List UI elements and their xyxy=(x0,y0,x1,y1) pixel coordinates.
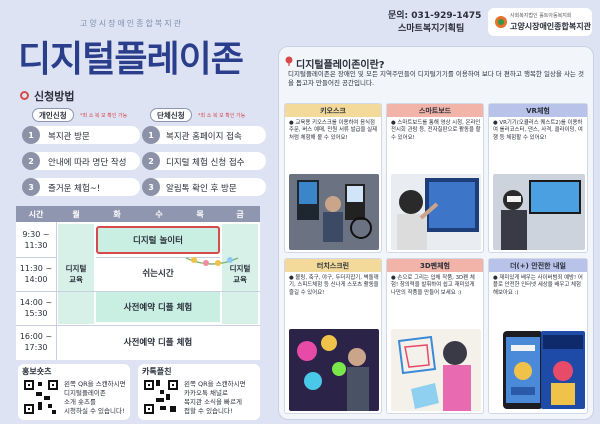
kakao-qr-desc: 왼쪽 QR을 스캔하시면 카카오톡 채널로 복지관 소식을 빠르게 접할 수 있… xyxy=(184,380,246,415)
kakao-qr-card: 카톡플친 왼쪽 QR을 스캔하시면 카카오톡 채널로 복지관 소식을 빠르게 접… xyxy=(138,364,260,420)
panel-description: 디지털플레이존은 장애인 및 모든 지역주민들이 디지털기기를 이용하여 보다 … xyxy=(288,70,584,87)
time-slot-1: 9:30 ~ 11:30 xyxy=(22,230,50,250)
card-3dpen: 3D펜체험 ● 손으로 그리는 입체 작품, 3D펜 체험! 창의력을 발휘하여… xyxy=(386,258,484,414)
touchscreen-photo-icon xyxy=(289,329,379,411)
3dpen-photo-icon xyxy=(391,329,481,411)
step-number: 2 xyxy=(142,152,160,170)
step-number: 2 xyxy=(22,152,40,170)
time-slot-2: 11:30 ~ 14:00 xyxy=(19,264,53,284)
step-number: 1 xyxy=(142,126,160,144)
step-number: 1 xyxy=(22,126,40,144)
digital-edu-fri: 디지털 교육 xyxy=(222,224,258,324)
card-3dpen-title: 3D펜체험 xyxy=(387,259,483,272)
org-subtitle: 고양시장애인종합복지관 xyxy=(80,19,183,28)
phone-app-screen-icon xyxy=(503,331,543,409)
card-kiosk-title: 키오스크 xyxy=(285,104,381,117)
step-text: 복지관 홈페이지 접속 xyxy=(166,132,242,142)
org-logo: 사회복지법인 홀트아동복지회 고양시장애인종합복지관 xyxy=(488,8,592,36)
step-text: 안내에 따라 명단 작성 xyxy=(48,158,127,168)
card-safe-tomorrow-text: ● 재미있게 배우는 사이버범죄 예방! 어플로 안전한 인터넷 세상을 배우고… xyxy=(493,275,583,296)
timetable-header-tue: 화 xyxy=(96,206,138,222)
pin-icon xyxy=(285,56,293,66)
step-text: 즐거운 체험~! xyxy=(48,184,101,194)
card-vr-text: ● VR기기(오큘러스 퀘스트2)를 이용하여 롤러코스터, 댄스, 사격, 클… xyxy=(493,120,583,141)
page-title: 디지털플레이존 xyxy=(18,39,244,80)
card-safe-tomorrow-title: 더(+) 안전한 내일 xyxy=(489,259,587,272)
game-poster-icon xyxy=(541,331,585,409)
shorts-qr-desc: 왼쪽 QR을 스캔하시면 디지털플레이존 소개 숏츠를 시청하실 수 있습니다! xyxy=(64,380,126,415)
individual-step-2: 2 안내에 따라 명단 작성 xyxy=(22,152,140,170)
card-vr: VR체험 ● VR기기(오큘러스 퀘스트2)를 이용하여 롤러코스터, 댄스, … xyxy=(488,103,588,253)
step-number: 3 xyxy=(142,178,160,196)
kakao-qr-title: 카톡플친 xyxy=(142,367,172,376)
step-text: 디지털 체험 신청 접수 xyxy=(166,158,245,168)
step-text: 복지관 방문 xyxy=(48,132,90,142)
step-text: 알림톡 확인 후 방문 xyxy=(166,184,237,194)
timetable-header-time: 시간 xyxy=(16,206,56,222)
org-logo-sub: 사회복지법인 홀트아동복지회 xyxy=(510,13,572,19)
flower-garland-icon xyxy=(185,257,239,266)
individual-step-3: 3 즐거운 체험~! xyxy=(22,178,140,196)
individual-apply-label: 개인신청 xyxy=(32,108,74,122)
vr-photo-icon xyxy=(493,174,585,250)
timetable-header-mon: 월 xyxy=(56,206,96,222)
shorts-qr-title: 홍보숏츠 xyxy=(22,367,52,376)
card-touchscreen-title: 터치스크린 xyxy=(285,259,381,272)
timetable-header-thu: 목 xyxy=(180,206,220,222)
org-logo-icon xyxy=(495,16,507,28)
inquiry-info: 문의: 031-929-1475 스마트복지기획팀 xyxy=(388,10,481,36)
card-kiosk-text: ● 교육용 키오스크를 이용하여 음식점 주문, 버스 예매, 민원 서류 발급… xyxy=(289,120,378,141)
panel-title: 디지털플레이존이란? xyxy=(296,60,385,71)
inquiry-team: 스마트복지기획팀 xyxy=(398,24,465,34)
shorts-qr-card: 홍보숏츠 왼쪽 QR을 스캔하시면 디지털플레이존 소개 숏츠를 시청하실 수 … xyxy=(18,364,130,420)
card-touchscreen-text: ● 볼링, 축구, 야구, 두더지잡기, 벽돌깨기, 스피드체험 등 신나게 스… xyxy=(289,275,379,296)
individual-step-1: 1 복지관 방문 xyxy=(22,126,140,144)
inquiry-phone: 문의: 031-929-1475 xyxy=(388,11,482,21)
timetable-header-wed: 수 xyxy=(138,206,180,222)
heading-bullet-icon xyxy=(20,91,29,100)
group-step-3: 3 알림톡 확인 후 방문 xyxy=(142,178,266,196)
slot-reserved-experience-1: 사전예약 디플 체험 xyxy=(96,292,220,322)
timetable: 시간 월 화 수 목 금 9:30 ~ 11:30 11:30 ~ 14:00 … xyxy=(16,206,260,360)
org-logo-name: 고양시장애인종합복지관 xyxy=(510,22,591,31)
card-smartboard-title: 스마트보드 xyxy=(387,104,483,117)
row-divider xyxy=(16,325,260,326)
card-vr-title: VR체험 xyxy=(489,104,587,117)
kiosk-photo-icon xyxy=(289,174,379,250)
group-step-2: 2 디지털 체험 신청 접수 xyxy=(142,152,266,170)
group-apply-note: *최 소 복 모 확인 가능 xyxy=(198,113,246,119)
slot-digital-playground: 디지털 놀이터 xyxy=(96,226,220,254)
slot-break-time: 쉬는시간 xyxy=(142,269,174,279)
timetable-header-fri: 금 xyxy=(220,206,260,222)
time-slot-4: 16:00 ~ 17:30 xyxy=(19,332,53,352)
step-number: 3 xyxy=(22,178,40,196)
card-3dpen-text: ● 손으로 그리는 입체 작품, 3D펜 체험! 창의력을 발휘하여 쉽고 재미… xyxy=(391,275,475,296)
smartboard-photo-icon xyxy=(391,174,481,250)
method-heading: 신청방법 xyxy=(34,90,75,103)
card-kiosk: 키오스크 ● 교육용 키오스크를 이용하여 음식점 주문, 버스 예매, 민원 … xyxy=(284,103,382,253)
slot-reserved-experience-2: 사전예약 디플 체험 xyxy=(123,338,193,348)
row-divider xyxy=(16,291,260,292)
column-divider xyxy=(56,222,57,360)
card-smartboard: 스마트보드 ● 스마트보드를 통해 영상 시청, 온라인 전시회 관람 등, 전… xyxy=(386,103,484,253)
card-safe-tomorrow: 더(+) 안전한 내일 ● 재미있게 배우는 사이버범죄 예방! 어플로 안전한… xyxy=(488,258,588,414)
individual-apply-note: *최 소 복 모 확인 가능 xyxy=(80,113,128,119)
shorts-qr-code-icon[interactable] xyxy=(22,378,60,416)
group-apply-label: 단체신청 xyxy=(150,108,192,122)
kakao-qr-code-icon[interactable] xyxy=(142,378,180,416)
card-smartboard-text: ● 스마트보드를 통해 영상 시청, 온라인 전시회 관람 등, 전자칠판으로 … xyxy=(391,120,481,141)
row-divider xyxy=(16,257,56,258)
row-divider xyxy=(96,257,220,258)
time-slot-3: 14:00 ~ 15:30 xyxy=(19,298,53,318)
group-step-1: 1 복지관 홈페이지 접속 xyxy=(142,126,266,144)
digital-edu-mon: 디지털 교육 xyxy=(58,224,94,324)
card-touchscreen: 터치스크린 ● 볼링, 축구, 야구, 두더지잡기, 벽돌깨기, 스피드체험 등… xyxy=(284,258,382,414)
